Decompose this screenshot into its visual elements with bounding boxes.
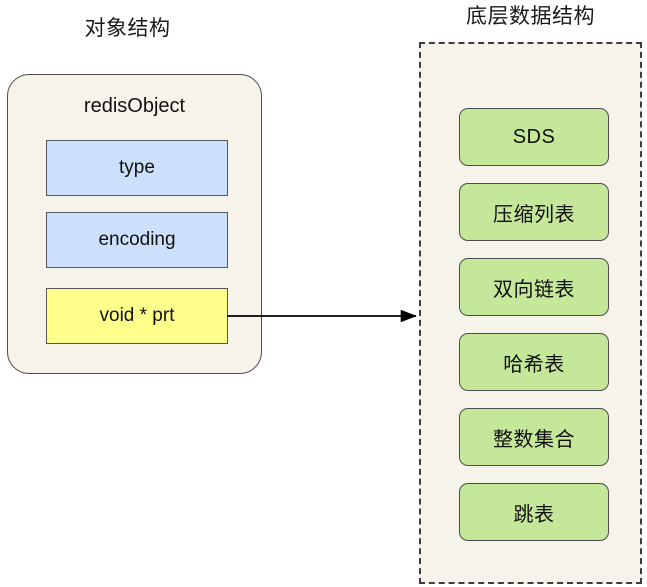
struct-box-hashtable: 哈希表 [459, 333, 609, 391]
struct-box-sds: SDS [459, 108, 609, 166]
struct-box-intset: 整数集合 [459, 408, 609, 466]
redis-object-card-title: redisObject [83, 95, 186, 117]
object-structure-title: 对象结构 [84, 17, 171, 40]
field-type: type [46, 140, 228, 196]
storage-structure-title: 底层数据结构 [466, 5, 595, 28]
underlying-data-structure-panel: SDS 压缩列表 双向链表 哈希表 整数集合 跳表 [419, 42, 642, 584]
redis-object-card: redisObject type encoding void * prt [7, 74, 262, 374]
struct-box-linkedlist: 双向链表 [459, 258, 609, 316]
field-encoding: encoding [46, 212, 228, 268]
pointer-arrow-icon [227, 309, 417, 323]
field-void-pointer: void * prt [46, 288, 228, 344]
struct-box-ziplist: 压缩列表 [459, 183, 609, 241]
struct-box-skiplist: 跳表 [459, 483, 609, 541]
